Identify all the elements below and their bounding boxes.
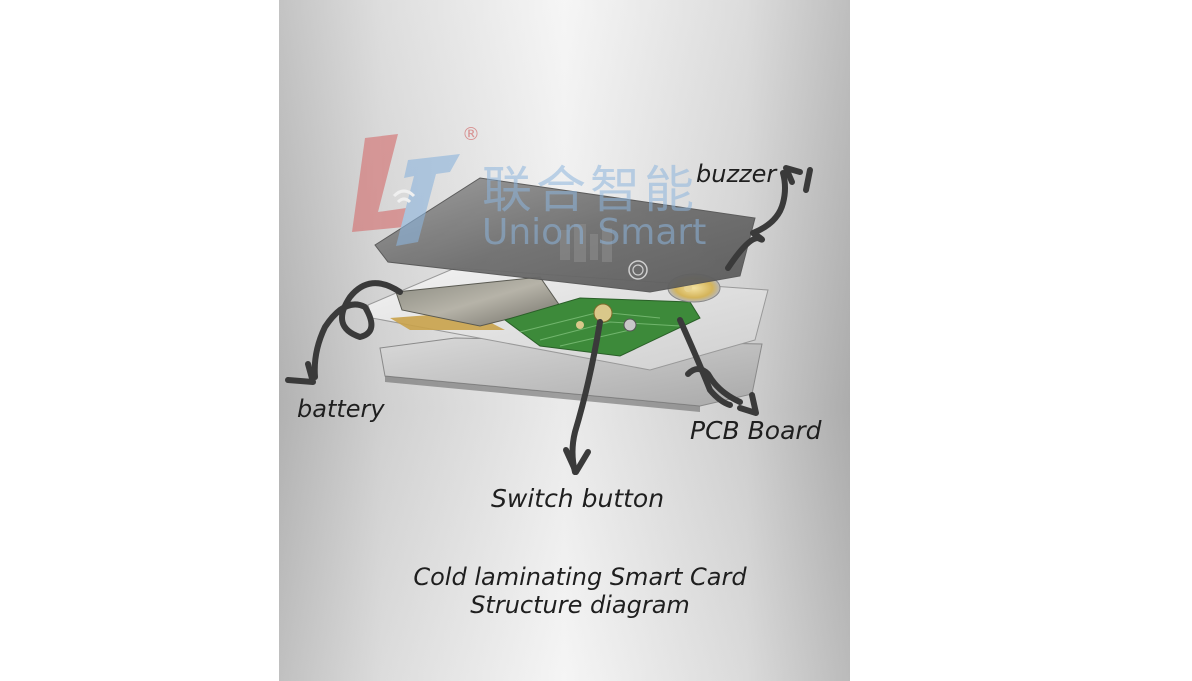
caption-line-2: Structure diagram xyxy=(470,591,690,619)
label-battery: battery xyxy=(297,395,385,423)
watermark-logo xyxy=(352,134,460,246)
label-buzzer: buzzer xyxy=(696,160,777,188)
registered-mark: ® xyxy=(462,124,480,145)
label-pcb-board: PCB Board xyxy=(690,416,822,445)
top-card-layer xyxy=(374,177,756,293)
watermark-english-text: Union Smart xyxy=(482,212,707,253)
arrow-battery xyxy=(285,280,403,385)
watermark-chinese-text: 联合智能 xyxy=(482,161,698,219)
arrow-buzzer xyxy=(725,165,813,271)
diagram-caption: Cold laminating Smart Card Structure dia… xyxy=(380,563,780,619)
caption-line-1: Cold laminating Smart Card xyxy=(413,563,747,591)
middle-inlay-layer xyxy=(367,267,769,371)
label-switch-button: Switch button xyxy=(491,484,665,513)
arrow-pcb-board xyxy=(677,317,759,416)
arrow-switch-button xyxy=(563,319,603,475)
